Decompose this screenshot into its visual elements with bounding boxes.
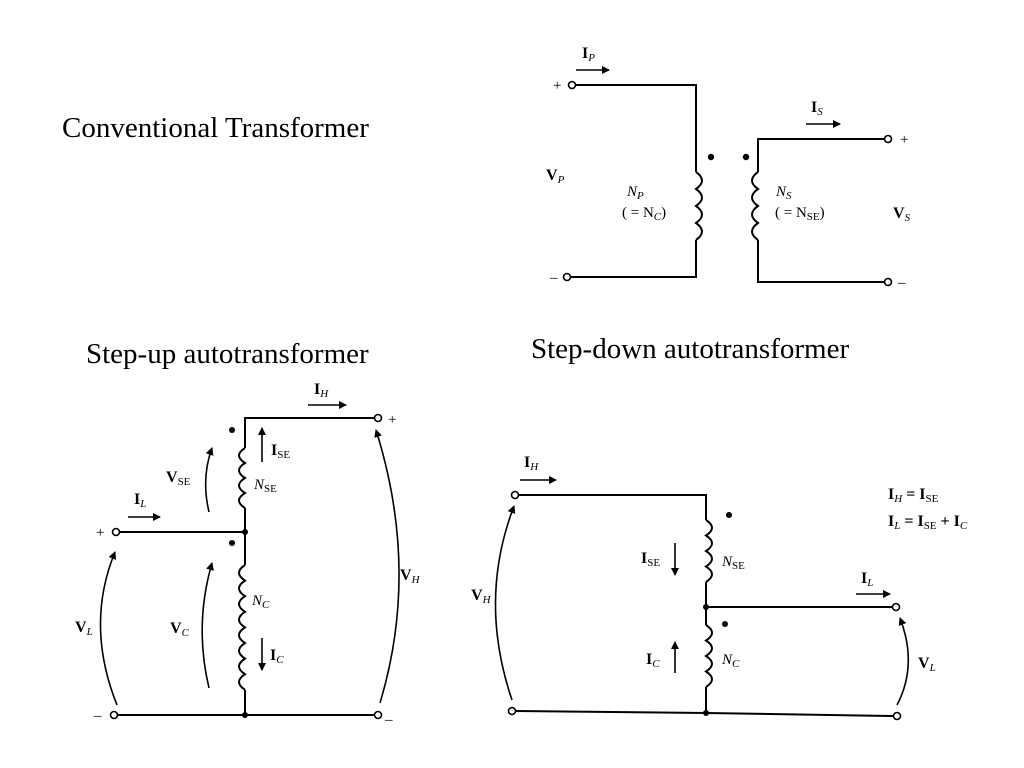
primary-top-wire <box>576 84 697 172</box>
title-step-up-autotransformer: Step-up autotransformer <box>86 338 369 370</box>
sd-bottom-junction <box>703 710 709 716</box>
su-minus-left: – <box>93 708 102 724</box>
secondary-minus-terminal <box>883 277 893 287</box>
sd-equation-ih: IH = ISE <box>888 486 939 505</box>
title-conventional-transformer: Conventional Transformer <box>62 112 369 144</box>
primary-bottom-wire <box>571 240 697 278</box>
label-ns-eq: ( = NSE) <box>775 205 825 223</box>
su-high-minus-terminal <box>373 710 383 720</box>
primary-plus-terminal <box>567 80 577 90</box>
label-is: IS <box>811 99 823 118</box>
step-up-autotransformer-circuit: + – + – IH ISE VSE NSE IL VL VC NC IC VH <box>75 381 421 728</box>
su-label-ise: ISE <box>271 442 290 461</box>
su-tap-junction <box>242 529 248 535</box>
sd-common-polarity-dot <box>722 621 728 627</box>
su-plus-left: + <box>96 525 104 541</box>
su-plus-right: + <box>388 412 396 428</box>
secondary-coil <box>751 171 760 241</box>
sd-high-bottom-terminal <box>507 706 517 716</box>
su-label-vh: VH <box>400 567 421 586</box>
su-vl-arc <box>99 551 118 706</box>
sd-label-ise: ISE <box>641 550 660 569</box>
su-label-nse: NSE <box>253 477 277 495</box>
sd-label-il: IL <box>861 570 873 589</box>
sd-common-coil <box>704 624 713 688</box>
su-label-vl: VL <box>75 619 93 638</box>
su-vh-arc <box>374 429 400 704</box>
primary-minus-terminal <box>562 272 572 282</box>
step-down-autotransformer-circuit: IH ISE NSE VH IL IC NC VL IH = ISE IL = … <box>471 454 968 721</box>
sd-high-top-terminal <box>510 490 520 500</box>
su-common-coil <box>238 564 247 691</box>
sd-vh-arc <box>494 505 516 701</box>
sd-vl-arc <box>896 617 910 706</box>
su-low-minus-terminal <box>109 710 119 720</box>
sd-series-polarity-dot <box>726 512 732 518</box>
label-np: NP <box>626 184 644 202</box>
su-label-vc: VC <box>170 620 190 639</box>
conv-minus-right: – <box>897 275 906 291</box>
sd-low-top-terminal <box>891 602 901 612</box>
sd-label-nc: NC <box>721 652 740 670</box>
su-label-nc: NC <box>251 593 270 611</box>
secondary-plus-terminal <box>883 134 893 144</box>
sd-series-coil <box>704 519 713 583</box>
conv-minus-left: – <box>549 270 558 286</box>
su-high-plus-terminal <box>373 413 383 423</box>
sd-label-vh: VH <box>471 587 492 606</box>
sd-label-nse: NSE <box>721 554 745 572</box>
secondary-bottom-wire <box>757 240 884 283</box>
secondary-top-wire <box>757 138 884 172</box>
su-low-plus-terminal <box>111 527 121 537</box>
su-vse-arc <box>204 447 214 513</box>
su-label-vse: VSE <box>166 469 191 488</box>
label-ip: IP <box>582 45 595 64</box>
secondary-polarity-dot <box>742 153 750 161</box>
label-vp: VP <box>546 167 565 186</box>
su-series-coil <box>238 447 247 509</box>
conv-plus-left: + <box>553 78 561 94</box>
sd-equation-il: IL = ISE + IC <box>888 513 968 532</box>
su-label-ic: IC <box>270 647 284 666</box>
su-common-polarity-dot <box>229 540 235 546</box>
sd-label-ic: IC <box>646 651 660 670</box>
sd-label-vl: VL <box>918 655 936 674</box>
title-step-down-autotransformer: Step-down autotransformer <box>531 333 850 365</box>
su-label-ih: IH <box>314 381 329 400</box>
su-top-wire <box>244 417 374 448</box>
su-label-il: IL <box>134 491 146 510</box>
sd-top-wire <box>519 494 707 520</box>
label-ns: NS <box>775 184 792 202</box>
su-vc-arc <box>201 562 214 689</box>
conventional-transformer-circuit: + – + – IP IS VP VS NP ( = NC) NS ( = NS… <box>546 45 911 291</box>
sd-label-ih: IH <box>524 454 539 473</box>
su-minus-right: – <box>384 712 393 728</box>
su-bottom-junction <box>242 712 248 718</box>
label-np-eq: ( = NC) <box>622 205 666 223</box>
primary-coil <box>694 171 703 241</box>
label-vs: VS <box>893 205 911 224</box>
sd-low-bottom-terminal <box>892 711 902 721</box>
su-series-polarity-dot <box>229 427 235 433</box>
primary-polarity-dot <box>707 153 715 161</box>
sd-tap-junction <box>703 604 709 610</box>
conv-plus-right: + <box>900 132 908 148</box>
